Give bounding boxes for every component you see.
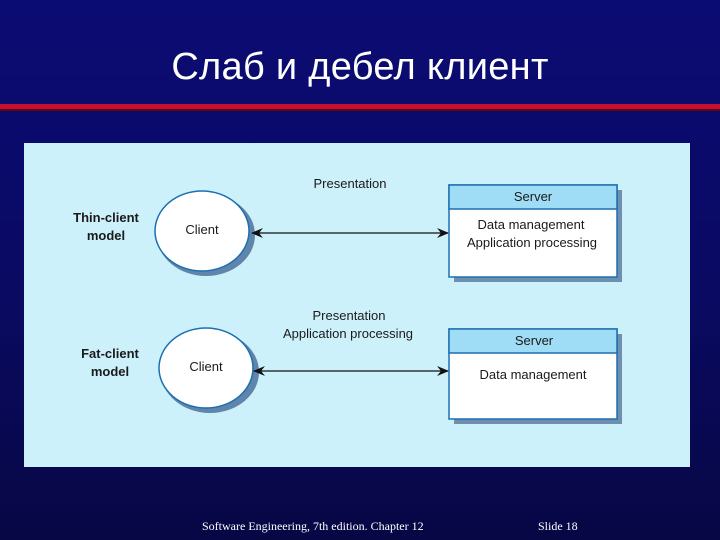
fat-client-model-label-line1: Fat-client — [81, 346, 139, 361]
thin-client-model-label-line2: model — [87, 228, 125, 243]
fat-client-row: Fat-client model Client Presentation App… — [81, 308, 622, 424]
client-model-diagram: Thin-client model Client Presentation Se… — [73, 176, 622, 424]
footer-text: Software Engineering, 7th edition. Chapt… — [202, 519, 424, 533]
fat-client-node: Client — [158, 327, 259, 413]
fat-client-model-label-line2: model — [91, 364, 129, 379]
thin-server-data-management: Data management — [478, 217, 585, 232]
thin-client-row: Thin-client model Client Presentation Se… — [73, 176, 622, 282]
thin-client-node: Client — [154, 190, 255, 276]
thin-server-header: Server — [514, 189, 553, 204]
fat-server-data-management: Data management — [480, 367, 587, 382]
fat-client-label: Client — [189, 359, 223, 374]
fat-link-label-line2: Application processing — [283, 326, 413, 341]
slide-number: Slide 18 — [538, 519, 578, 533]
title-divider — [0, 104, 720, 109]
fat-server-box: Server Data management — [448, 328, 622, 424]
thin-server-box: Server Data management Application proce… — [448, 184, 622, 282]
thin-link-label: Presentation — [314, 176, 387, 191]
thin-client-label: Client — [185, 222, 219, 237]
fat-server-header: Server — [515, 333, 554, 348]
fat-link-label-line1: Presentation — [313, 308, 386, 323]
title-divider-shadow — [0, 109, 720, 111]
thin-server-application-processing: Application processing — [467, 235, 597, 250]
thin-client-model-label-line1: Thin-client — [73, 210, 139, 225]
slide-title: Слаб и дебел клиент — [171, 46, 549, 88]
